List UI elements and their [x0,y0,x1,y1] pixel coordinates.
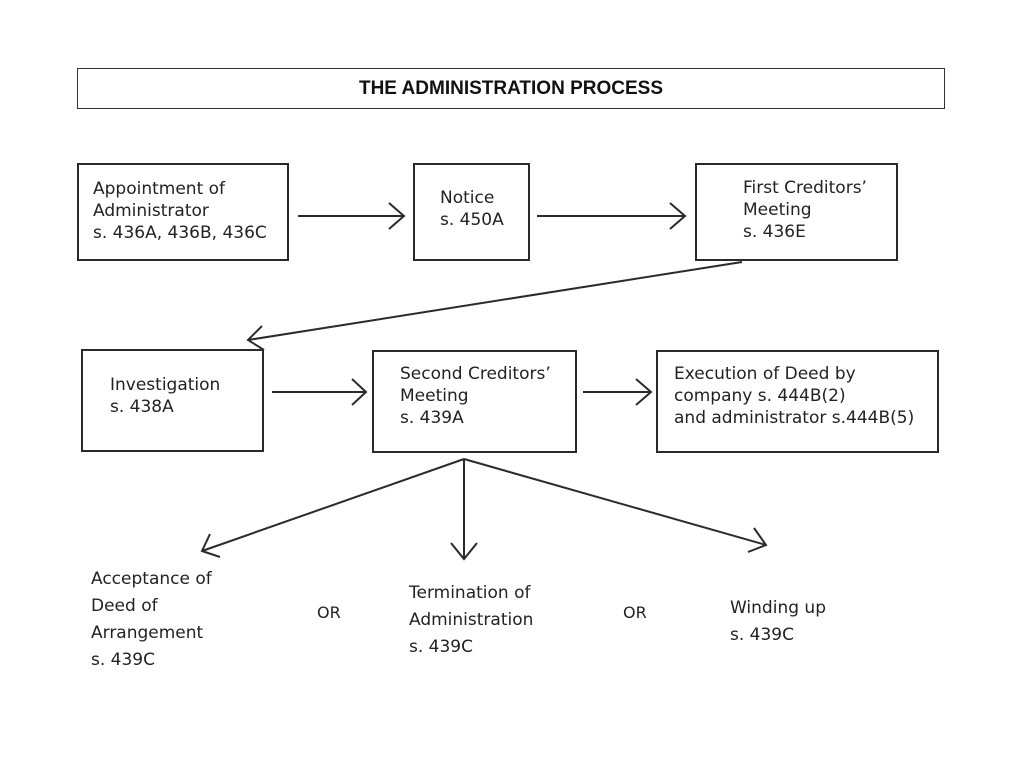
arrowhead-termination [450,542,478,561]
arrow-to-acceptance [201,458,465,552]
arrowhead-execution [635,378,653,406]
termination-line-3: s. 439C [409,637,473,657]
second-meeting-line-3: s. 439A [400,408,464,428]
notice-line-1: Notice [440,188,495,208]
execution-line-1: Execution of Deed by [674,364,856,384]
arrow-first-meeting-to-investigation [247,261,743,341]
acceptance-line-2: Deed of [91,596,158,616]
page-title: THE ADMINISTRATION PROCESS [358,77,663,99]
notice-line-2: s. 450A [440,210,504,230]
arrowhead-winding-up [747,527,768,553]
second-meeting-line-1: Second Creditors’ [400,364,551,384]
acceptance-line-1: Acceptance of [91,569,212,589]
appointment-line-3: s. 436A, 436B, 436C [93,223,267,243]
arrowhead-acceptance [200,533,221,558]
appointment-line-1: Appointment of [93,179,226,199]
investigation-line-2: s. 438A [110,397,174,417]
arrowhead-notice [388,202,406,230]
arrowhead-second-meeting [351,378,368,406]
node-investigation: Investigation s. 438A [81,349,264,452]
execution-line-2: company s. 444B(2) [674,386,846,406]
outcome-winding-up: Winding up s. 439C [730,595,826,649]
node-second-creditors-meeting: Second Creditors’ Meeting s. 439A [372,350,577,453]
acceptance-line-4: s. 439C [91,650,155,670]
title-box: THE ADMINISTRATION PROCESS [77,68,945,109]
first-meeting-line-1: First Creditors’ [743,178,867,198]
acceptance-line-3: Arrangement [91,623,204,643]
winding-up-line-2: s. 439C [730,625,794,645]
node-first-creditors-meeting: First Creditors’ Meeting s. 436E [695,163,898,261]
termination-line-1: Termination of [409,583,531,603]
first-meeting-line-3: s. 436E [743,222,806,242]
outcome-acceptance: Acceptance of Deed of Arrangement s. 439… [91,566,212,674]
investigation-line-1: Investigation [110,375,221,395]
outcome-termination: Termination of Administration s. 439C [409,580,533,661]
or-separator-2: OR [623,603,647,622]
or-separator-1: OR [317,603,341,622]
arrow-to-winding-up [463,458,767,546]
execution-line-3: and administrator s.444B(5) [674,408,915,428]
winding-up-line-1: Winding up [730,598,826,618]
node-notice: Notice s. 450A [413,163,530,261]
node-appointment: Appointment of Administrator s. 436A, 43… [77,163,289,261]
termination-line-2: Administration [409,610,534,630]
node-execution-of-deed: Execution of Deed by company s. 444B(2) … [656,350,939,453]
second-meeting-line-2: Meeting [400,386,469,406]
arrowhead-investigation [246,325,265,351]
appointment-line-2: Administrator [93,201,209,221]
first-meeting-line-2: Meeting [743,200,812,220]
arrowhead-first-meeting [669,202,687,230]
